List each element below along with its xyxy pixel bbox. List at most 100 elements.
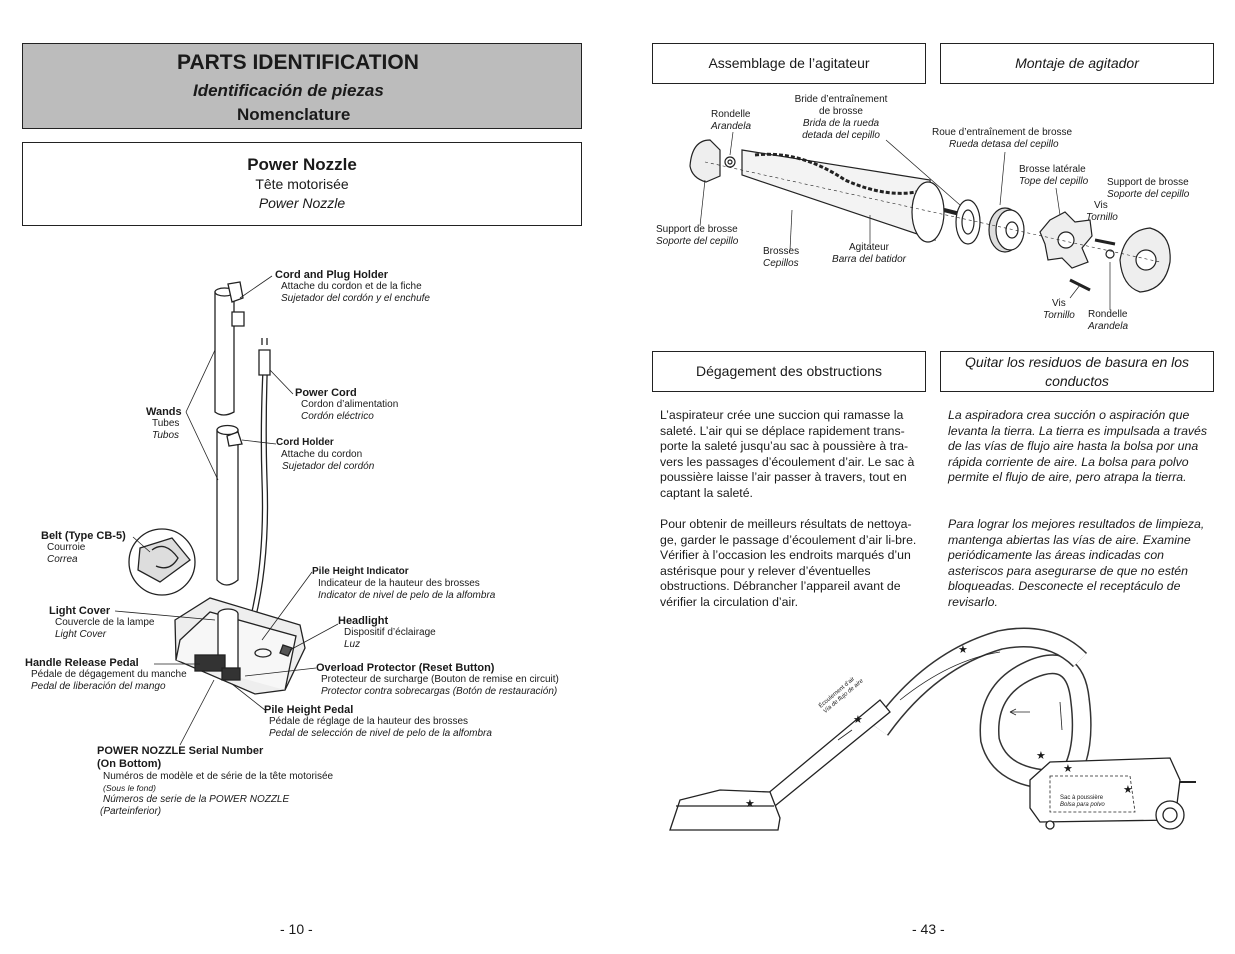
asterisk-icon: ★	[745, 798, 755, 810]
label-en: Power Cord	[295, 387, 357, 399]
label-en: Headlight	[338, 615, 389, 627]
page-title-es: Identificación de piezas	[193, 81, 384, 100]
page-title: PARTS IDENTIFICATION	[177, 51, 419, 74]
label-fr: Support de brosse	[1107, 177, 1189, 188]
label-es: Pedal de liberación del mango	[31, 681, 166, 692]
agi-label-vis-2: Vis Tornillo	[1043, 298, 1075, 322]
label-fr: Protecteur de surcharge (Bouton de remis…	[321, 674, 559, 685]
agitator-assembly-box-es: Montaje de agitador	[940, 43, 1214, 84]
obstruction-box-es: Quitar los residuos de basura en los con…	[940, 351, 1214, 392]
label-es: Cordón eléctrico	[301, 411, 374, 422]
paragraph-es-1: La aspiradora crea succión o aspiración …	[948, 408, 1208, 485]
box-text: Quitar los residuos de basura en los con…	[964, 354, 1190, 389]
agi-label-brosse-laterale: Brosse latérale Tope del cepillo	[1019, 164, 1088, 188]
bag-fr: Sac à poussière	[1060, 795, 1104, 801]
page-number-left: - 10 -	[280, 921, 313, 937]
label-es: Indicator de nivel de pelo de la alfombr…	[318, 590, 496, 601]
bag-es: Bolsa para polvo	[1060, 802, 1105, 808]
label-fr: Attache du cordon et de la fiche	[281, 281, 422, 292]
label-fr: Bride d’entraînement	[794, 94, 888, 105]
label-en: Belt (Type CB-5)	[41, 530, 126, 542]
label-pile-height-pedal: Pile Height Pedal Pédale de réglage de l…	[264, 704, 492, 740]
label-en: Light Cover	[49, 605, 111, 617]
agi-label-vis-1: Vis Tornillo	[1086, 200, 1118, 224]
label-es: Tope del cepillo	[1019, 176, 1089, 187]
label-cord-plug-holder: Cord and Plug Holder Attache du cordon e…	[275, 269, 430, 305]
label-power-cord: Power Cord Cordon d’alimentation Cordón …	[295, 387, 398, 423]
agi-label-bride: Bride d’entraînement de brosse Brida de …	[786, 94, 896, 142]
label-es: Correa	[47, 554, 78, 565]
label-fr: Indicateur de la hauteur des brosses	[318, 578, 480, 589]
label-es: Tubos	[152, 430, 180, 441]
label-en: Pile Height Pedal	[264, 704, 354, 716]
label-fr: Vis	[1052, 298, 1066, 309]
label-fr: Courroie	[47, 542, 86, 553]
label-es: Soporte del cepillo	[1107, 189, 1190, 200]
label-fr: Brosses	[763, 246, 800, 257]
asterisk-icon: ★	[1063, 763, 1073, 775]
label-es: Protector contra sobrecargas (Botón de r…	[321, 686, 558, 697]
label-es-2: detada del cepillo	[802, 130, 880, 141]
label-handle-release-pedal: Handle Release Pedal Pédale de dégagemen…	[25, 657, 187, 693]
agitator-assembly-drawing	[689, 131, 1171, 310]
label-en: Handle Release Pedal	[25, 657, 139, 669]
label-es: Sujetador del cordón	[282, 461, 375, 472]
label-en: Wands	[146, 406, 182, 418]
label-fr: Support de brosse	[656, 224, 738, 235]
label-es: Luz	[344, 639, 361, 650]
label-serial-number: POWER NOZZLE Serial Number (On Bottom) N…	[97, 745, 333, 818]
label-es: Barra del batidor	[832, 254, 906, 265]
agi-label-support-right: Support de brosse Soporte del cepillo	[1107, 177, 1189, 201]
section-title-fr: Tête motorisée	[255, 176, 349, 192]
label-en: Overload Protector (Reset Button)	[316, 662, 495, 674]
label-pile-height-indicator: Pile Height Indicator Indicateur de la h…	[312, 566, 495, 602]
label-fr: Agitateur	[848, 242, 890, 253]
label-fr: Cordon d’alimentation	[301, 399, 399, 410]
obstruction-box-fr: Dégagement des obstructions	[652, 351, 926, 392]
box-text: Dégagement des obstructions	[696, 363, 882, 379]
label-fr: Brosse latérale	[1019, 164, 1086, 175]
power-nozzle-section-box: Power Nozzle Tête motorisée Power Nozzle	[22, 142, 582, 226]
agi-label-roue: Roue d’entraînement de brosse Rueda deta…	[932, 127, 1072, 151]
label-light-cover: Light Cover Couvercle de la lampe Light …	[49, 605, 155, 641]
label-fr: Vis	[1094, 200, 1108, 211]
agi-label-agitateur: Agitateur Barra del batidor	[822, 242, 916, 266]
label-en-2: (On Bottom)	[97, 758, 162, 770]
label-es: Soporte del cepillo	[656, 236, 739, 247]
parts-identification-header: PARTS IDENTIFICATION Identificación de p…	[22, 43, 582, 129]
label-en: Pile Height Indicator	[312, 566, 409, 577]
agi-label-rondelle-2: Rondelle Arandela	[1088, 309, 1128, 333]
label-wands: Wands Tubes Tubos	[146, 406, 182, 442]
label-fr: Pédale de dégagement du manche	[31, 669, 187, 680]
label-en: Cord and Plug Holder	[275, 269, 389, 281]
label-es: Tornillo	[1043, 310, 1075, 321]
section-title-es: Power Nozzle	[258, 195, 346, 211]
asterisk-icon: ★	[1036, 750, 1046, 762]
agi-label-support-left: Support de brosse Soporte del cepillo	[656, 224, 738, 248]
label-fr-2: de brosse	[819, 106, 863, 117]
bag-label: Sac à poussière Bolsa para polvo	[1060, 795, 1105, 809]
asterisk-icon: ★	[1123, 784, 1133, 796]
label-belt: Belt (Type CB-5) Courroie Correa	[41, 530, 126, 566]
label-headlight: Headlight Dispositif d’éclairage Luz	[338, 615, 436, 651]
power-nozzle-drawing	[114, 275, 339, 746]
label-fr: Pédale de réglage de la hauteur des bros…	[269, 716, 469, 727]
label-fr: Dispositif d’éclairage	[344, 627, 436, 638]
label-es: Sujetador del cordón y el enchufe	[281, 293, 430, 304]
label-fr: Couvercle de la lampe	[55, 617, 155, 628]
label-es: Cepillos	[763, 258, 799, 269]
label-fr: Numéros de modèle et de série de la tête…	[103, 771, 334, 782]
agi-label-brosses: Brosses Cepillos	[763, 246, 799, 270]
label-fr: Roue d’entraînement de brosse	[932, 127, 1073, 138]
asterisk-icon: ★	[958, 644, 968, 656]
paragraph-fr-2: Pour obtenir de meilleurs résultats de n…	[660, 517, 917, 609]
label-es: Números de serie de la POWER NOZZLE	[103, 794, 290, 805]
box-text: Montaje de agitador	[1015, 55, 1139, 71]
label-es: Tornillo	[1086, 212, 1118, 223]
agi-label-rondelle-1: Rondelle Arandela	[711, 109, 751, 133]
paragraph-es-2: Para lograr los mejores resultados de li…	[948, 517, 1205, 609]
label-es: Rueda detasa del cepillo	[949, 139, 1059, 150]
agitator-assembly-box-fr: Assemblage de l’agitateur	[652, 43, 926, 84]
paragraph-fr-1: L’aspirateur crée une succion qui ramass…	[660, 408, 915, 500]
